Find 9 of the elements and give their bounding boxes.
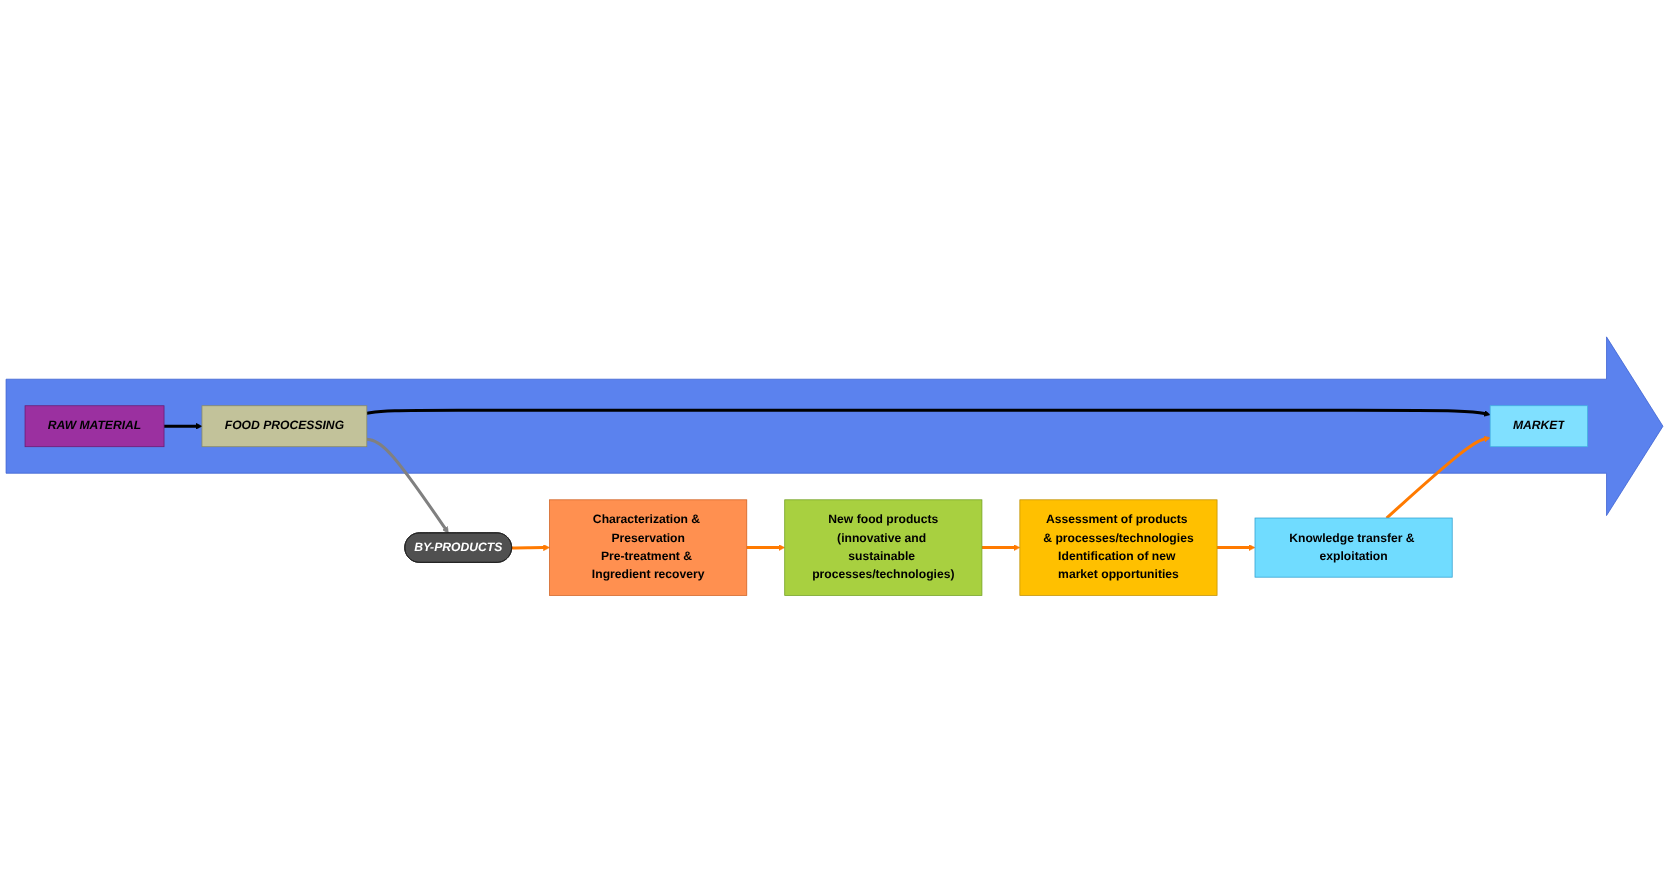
arrow xyxy=(1217,544,1256,551)
arrow xyxy=(746,544,785,551)
arrow xyxy=(164,422,203,430)
arrow xyxy=(366,437,449,534)
arrow xyxy=(366,408,1491,417)
arrow xyxy=(981,544,1021,551)
arrow xyxy=(1385,435,1491,520)
cluster xyxy=(5,336,1664,516)
arrow xyxy=(511,544,550,551)
